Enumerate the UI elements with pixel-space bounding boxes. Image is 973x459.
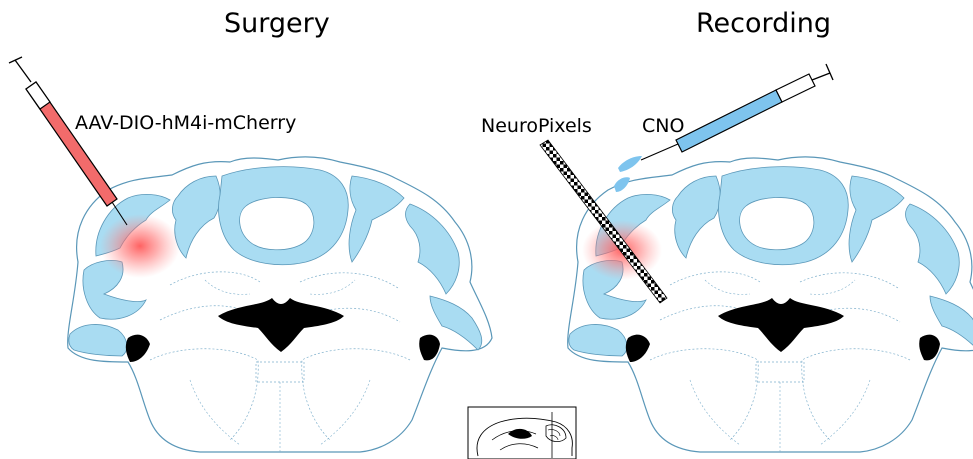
surgery-title: Surgery	[224, 8, 330, 39]
probe-label: NeuroPixels	[481, 115, 592, 137]
virus-label: AAV-DIO-hM4i-mCherry	[75, 112, 296, 134]
recording-brain-slice	[568, 157, 973, 452]
virus-syringe-icon	[9, 57, 127, 225]
drug-label: CNO	[642, 115, 684, 137]
cno-syringe-icon	[641, 64, 833, 160]
virus-expression-glow	[100, 214, 180, 278]
surgery-brain-slice	[68, 157, 492, 452]
recording-title: Recording	[696, 8, 831, 39]
sagittal-brain-icon	[468, 407, 576, 459]
